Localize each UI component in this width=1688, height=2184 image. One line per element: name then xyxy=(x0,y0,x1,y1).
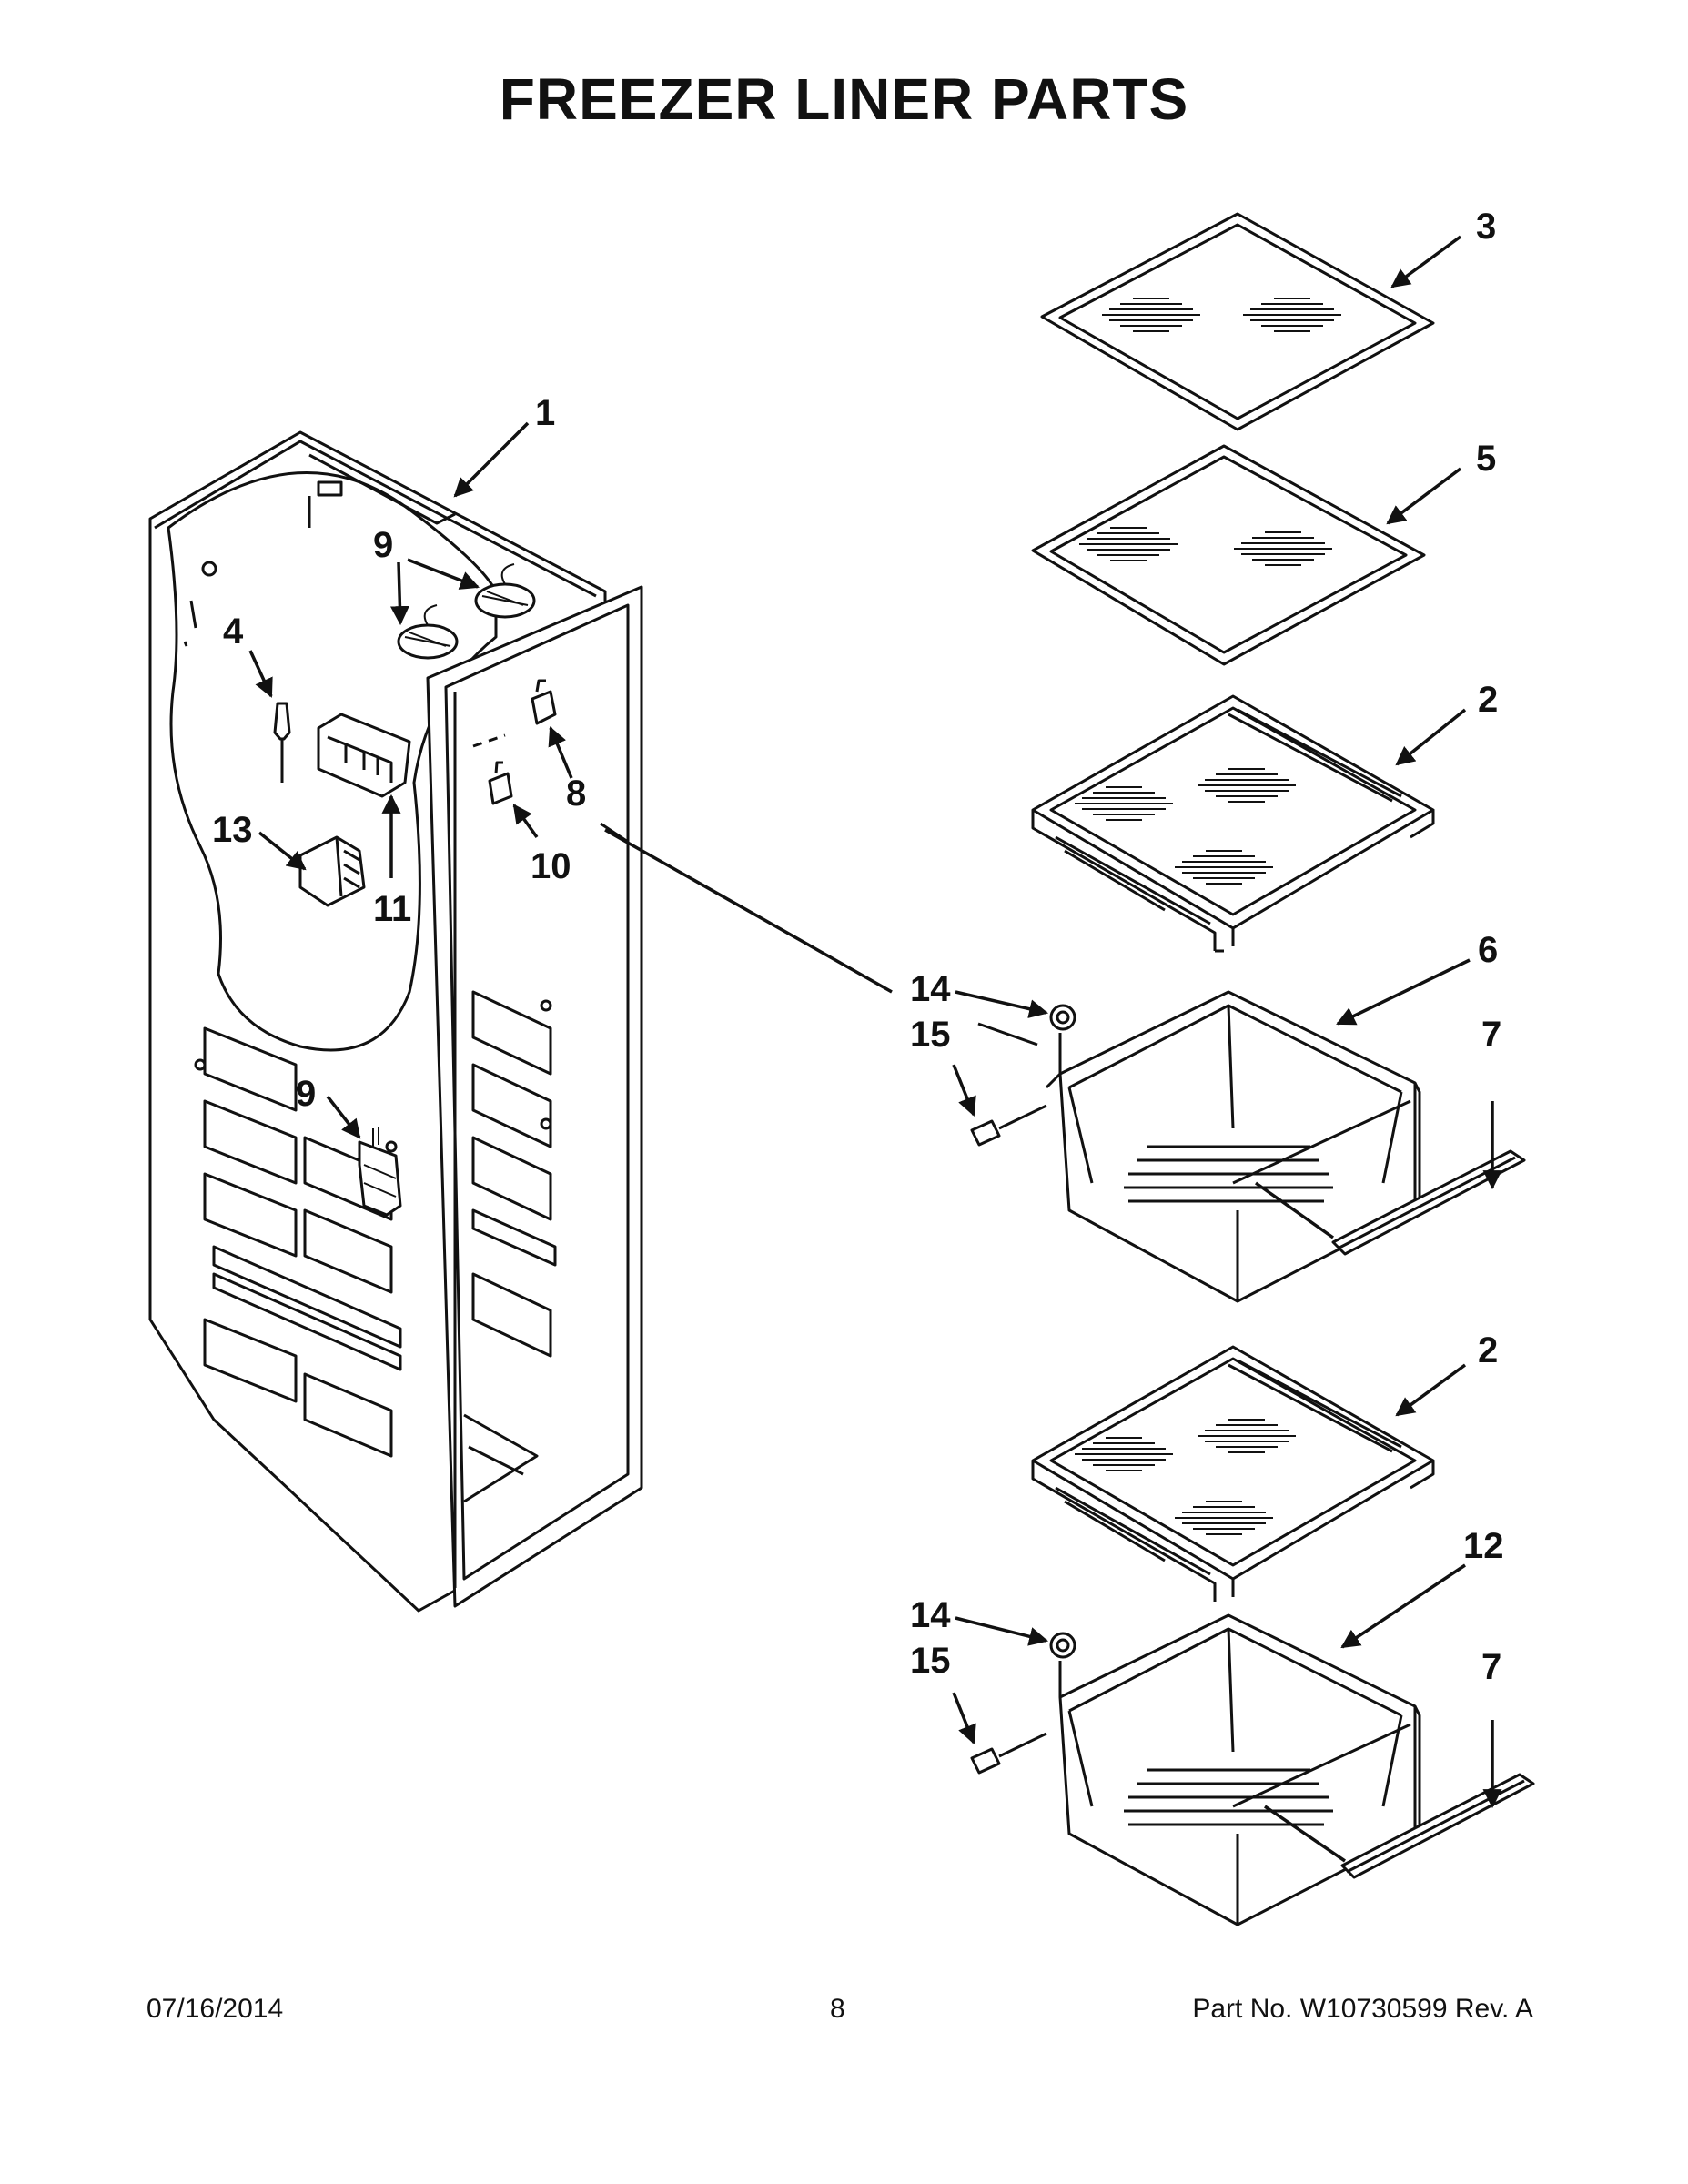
screw-part-15-upper xyxy=(970,1104,1047,1147)
callout-10: 10 xyxy=(531,846,571,886)
callout-14-lower: 14 xyxy=(910,1595,951,1635)
module-part-9-upper xyxy=(397,563,536,660)
probe-part-4 xyxy=(273,702,291,783)
callout-14-upper: 14 xyxy=(910,969,951,1009)
housing-part-11 xyxy=(317,713,411,798)
callout-7-lower: 7 xyxy=(1481,1647,1501,1687)
drawer-part-12 xyxy=(1058,1613,1421,1926)
callout-9-lower: 9 xyxy=(296,1074,316,1114)
glass-shelf-part-5 xyxy=(1031,444,1426,666)
screw-part-15-lower xyxy=(970,1732,1047,1774)
callout-1: 1 xyxy=(535,393,555,433)
roller-part-14-lower xyxy=(1049,1632,1076,1659)
module-part-9-lower xyxy=(358,1127,402,1217)
callout-leaders xyxy=(248,235,1502,1809)
footer-date: 07/16/2014 xyxy=(147,1994,284,2024)
callout-labels: 1 3 5 2 6 7 2 12 7 9 4 13 11 8 10 9 14 1… xyxy=(212,207,1504,1687)
callout-11: 11 xyxy=(373,889,411,929)
glass-shelf-part-3 xyxy=(1040,212,1435,431)
framed-shelf-part-2-upper xyxy=(1031,694,1435,953)
roller-part-14-upper xyxy=(1049,1004,1076,1031)
callout-5: 5 xyxy=(1476,439,1496,479)
callout-9-upper: 9 xyxy=(373,525,393,565)
liner-panel-slots xyxy=(194,561,557,1458)
drawer-part-6 xyxy=(1045,990,1421,1303)
callout-4: 4 xyxy=(223,612,244,652)
page-title: FREEZER LINER PARTS xyxy=(499,66,1189,132)
callout-8: 8 xyxy=(566,774,586,814)
freezer-liner xyxy=(148,430,643,1613)
callout-15-upper: 15 xyxy=(910,1015,951,1055)
callout-15-lower: 15 xyxy=(910,1641,951,1681)
callout-2-upper: 2 xyxy=(1478,680,1498,720)
clip-part-8 xyxy=(531,679,557,725)
bracket-part-13 xyxy=(298,835,366,907)
callout-7-upper: 7 xyxy=(1481,1015,1501,1055)
framed-shelf-part-2-lower xyxy=(1031,1345,1435,1602)
callout-2-lower: 2 xyxy=(1478,1330,1498,1370)
callout-3: 3 xyxy=(1476,207,1496,247)
footer-part-number: Part No. W10730599 Rev. A xyxy=(1192,1994,1533,2024)
footer-page-number: 8 xyxy=(830,1994,845,2024)
callout-13: 13 xyxy=(212,810,253,850)
clip-part-10 xyxy=(488,761,513,805)
callout-12: 12 xyxy=(1463,1526,1504,1566)
callout-6: 6 xyxy=(1478,930,1498,970)
